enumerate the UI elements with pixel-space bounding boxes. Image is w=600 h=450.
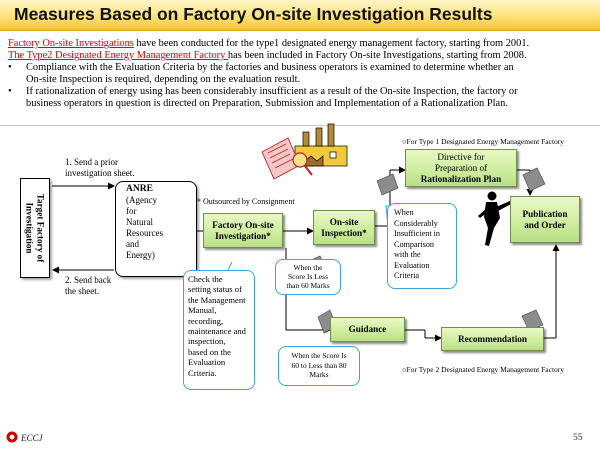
title-bar <box>0 0 600 31</box>
anre-line: Resources <box>126 228 163 238</box>
step2-label: 2. Send back the sheet. <box>65 275 112 296</box>
step1-label: 1. Send a prior investigation sheet. <box>65 157 135 178</box>
pointing-person-icon <box>478 191 513 246</box>
anre-line: Energy) <box>126 250 155 260</box>
intro-line-1-text: have been conducted for the type1 design… <box>133 38 530 49</box>
recommendation-box: Recommendation <box>441 327 544 351</box>
type1-note: ○For Type 1 Designated Energy Management… <box>402 137 565 146</box>
outsourced-note: * Outsourced by Consignment <box>197 197 295 206</box>
bullet-item-2: • If rationalization of energy using has… <box>8 86 594 110</box>
eccj-logo-icon <box>6 431 18 443</box>
score-60-80-callout: When the Score Is 60 to Less than 80 Mar… <box>278 346 360 386</box>
factory-icon <box>294 123 348 167</box>
anre-line: (Agency <box>126 195 157 205</box>
score-less-60-callout: When the Score Is Less than 60 Marks <box>275 259 341 295</box>
check-status-callout: Check the setting status of the Manageme… <box>183 270 255 390</box>
anre-box: ANRE (Agency for Natural Resources and E… <box>115 181 197 277</box>
anre-line: and <box>126 239 139 249</box>
page-number: 55 <box>573 433 583 443</box>
anre-line: Natural <box>126 217 153 227</box>
intro-text: Factory On-site Investigations have been… <box>8 38 594 110</box>
footer-org-label: ECCJ <box>21 433 43 443</box>
bullet-mark: • <box>8 62 12 73</box>
bullet-1-line-b: On-site Inspection is required, dependin… <box>26 74 301 85</box>
bullet-2-line-b: business operators in question is direct… <box>26 98 508 109</box>
target-factory-label: Target Factory of Investigation <box>25 193 46 263</box>
anre-line: for <box>126 206 137 216</box>
type2-factory-link[interactable]: The Type2 Designated Energy Management F… <box>8 50 228 61</box>
considerably-insufficient-callout: When Considerably Insufficient in Compar… <box>387 203 457 289</box>
page-title: Measures Based on Factory On-site Invest… <box>14 4 493 24</box>
bullet-1-line-a: Compliance with the Evaluation Criteria … <box>26 62 514 73</box>
bullet-item-1: • Compliance with the Evaluation Criteri… <box>8 62 594 86</box>
target-factory-box: Target Factory of Investigation <box>20 178 50 278</box>
guidance-box: Guidance <box>330 317 405 342</box>
intro-line-1: Factory On-site Investigations have been… <box>8 38 594 50</box>
type2-note: ○For Type 2 Designated Energy Management… <box>402 365 565 374</box>
intro-line-2-text: has been included in Factory On-site Inv… <box>227 50 527 61</box>
factory-investigations-link[interactable]: Factory On-site Investigations <box>8 38 134 49</box>
section-divider <box>0 125 600 126</box>
anre-title: ANRE <box>126 184 153 194</box>
bullet-2-line-a: If rationalization of energy using has b… <box>26 86 518 97</box>
bullet-mark: • <box>8 86 12 97</box>
intro-line-2: The Type2 Designated Energy Management F… <box>8 50 594 62</box>
document-magnifier-icon <box>261 137 313 180</box>
